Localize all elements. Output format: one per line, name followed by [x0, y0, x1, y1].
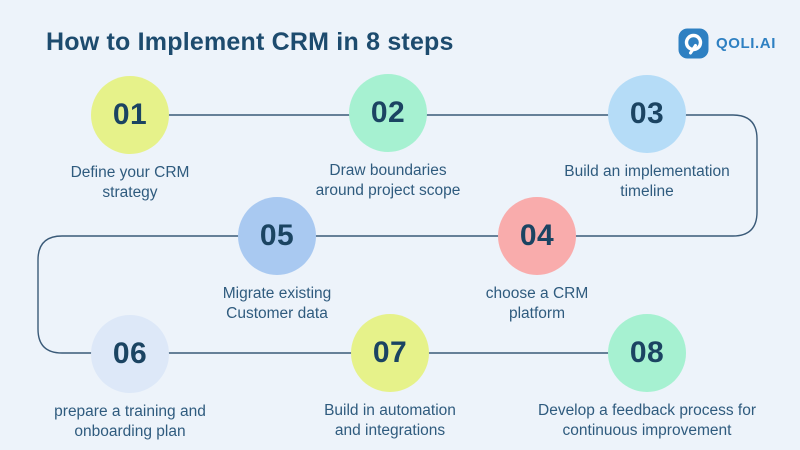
- step-04-circle: 04: [498, 197, 576, 275]
- step-04-label: choose a CRM platform: [485, 285, 589, 322]
- step-07: 07 Build in automation and integrations: [270, 314, 510, 441]
- step-02-circle: 02: [349, 74, 427, 152]
- step-08: 08 Develop a feedback process for contin…: [527, 314, 767, 441]
- step-06: 06 prepare a training and onboarding pla…: [10, 315, 250, 442]
- step-05-circle: 05: [238, 197, 316, 275]
- step-02-label: Draw boundaries around project scope: [315, 162, 461, 199]
- step-03-circle: 03: [608, 75, 686, 153]
- step-04: 04 choose a CRM platform: [417, 197, 657, 324]
- step-01-circle: 01: [91, 76, 169, 154]
- step-02: 02 Draw boundaries around project scope: [268, 74, 508, 201]
- step-05: 05 Migrate existing Customer data: [157, 197, 397, 324]
- step-01-label: Define your CRM strategy: [70, 164, 190, 201]
- step-01: 01 Define your CRM strategy: [10, 76, 250, 203]
- logo-wordmark: QOLI.AI: [715, 35, 776, 52]
- connector-path: [37, 114, 758, 354]
- step-07-circle: 07: [351, 314, 429, 392]
- step-03-label: Build an implementation timeline: [564, 163, 730, 200]
- step-06-label: prepare a training and onboarding plan: [54, 403, 206, 440]
- logo-q-icon: [678, 28, 709, 59]
- logo: QOLI.AI: [678, 28, 776, 59]
- step-06-circle: 06: [91, 315, 169, 393]
- step-05-label: Migrate existing Customer data: [222, 285, 332, 322]
- step-08-circle: 08: [608, 314, 686, 392]
- page-title: How to Implement CRM in 8 steps: [46, 28, 454, 56]
- step-03: 03 Build an implementation timeline: [527, 75, 767, 202]
- step-08-label: Develop a feedback process for continuou…: [538, 402, 756, 439]
- step-07-label: Build in automation and integrations: [324, 402, 456, 439]
